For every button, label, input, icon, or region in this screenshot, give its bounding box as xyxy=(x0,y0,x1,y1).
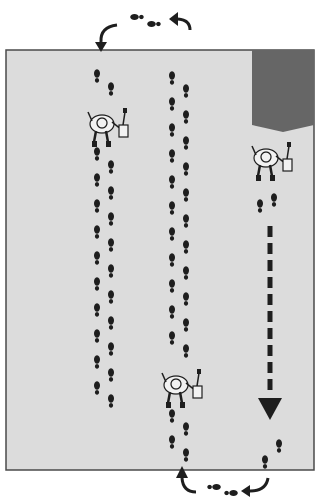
turn-arrow-top xyxy=(95,12,190,52)
mowed-strip xyxy=(252,50,314,132)
